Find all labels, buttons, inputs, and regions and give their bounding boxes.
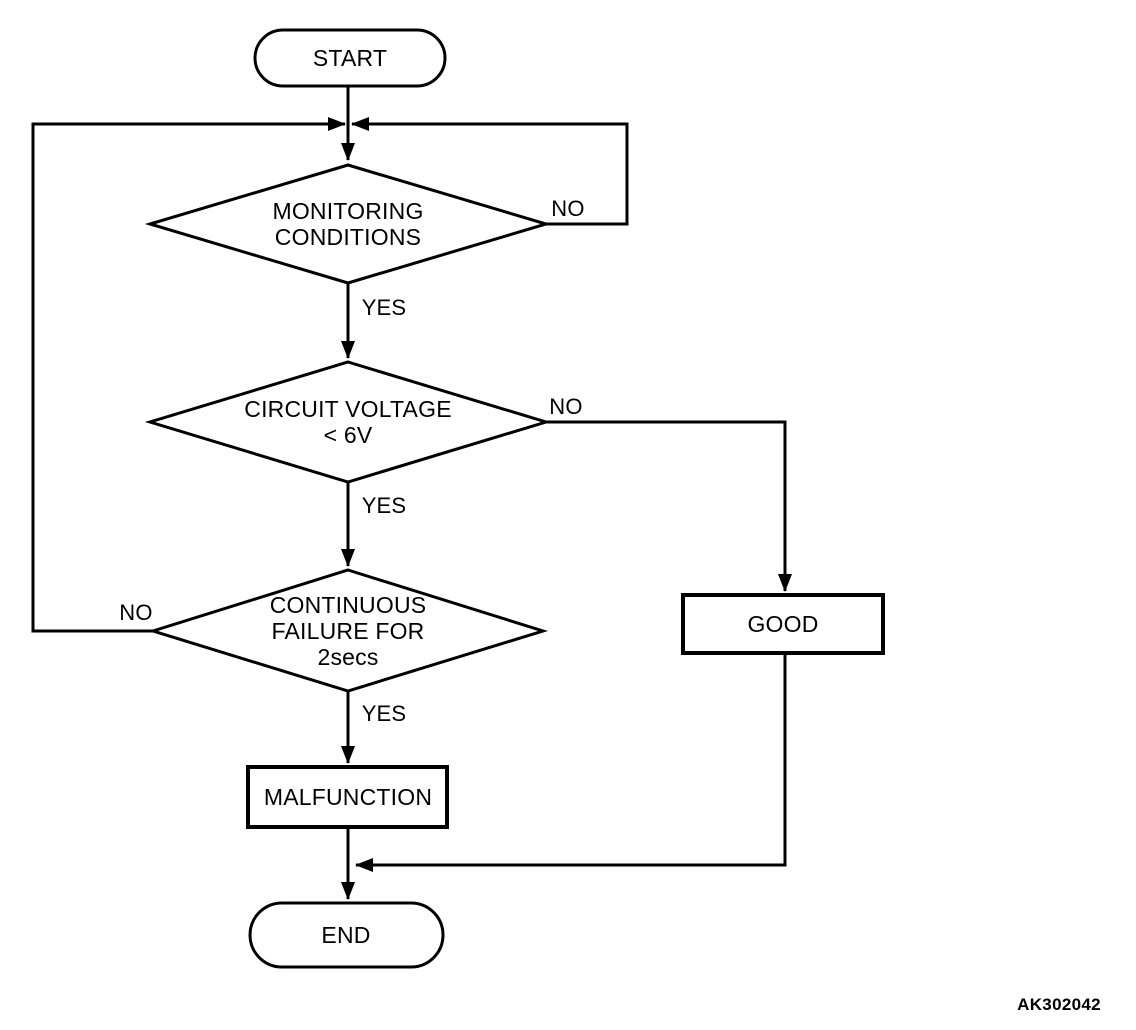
voltage-no-label: NO xyxy=(549,394,583,419)
edge-good-to-merge xyxy=(355,653,787,872)
voltage-label: CIRCUIT VOLTAGE < 6V xyxy=(244,396,451,448)
monitoring-label: MONITORING CONDITIONS xyxy=(272,198,423,250)
monitoring-label-line2: CONDITIONS xyxy=(274,224,422,250)
continuous-label-line1: CONTINUOUS xyxy=(269,592,427,618)
continuous-label-line3: 2secs xyxy=(317,644,379,670)
monitoring-yes-label: YES xyxy=(361,295,407,320)
end-label: END xyxy=(321,922,371,948)
edge-voltage-no-to-good xyxy=(546,420,792,592)
monitoring-no-label: NO xyxy=(551,196,585,221)
good-process-shape xyxy=(681,593,885,655)
malfunction-process-shape xyxy=(246,765,449,829)
good-label: GOOD xyxy=(747,611,819,637)
continuous-yes-label: YES xyxy=(361,701,407,726)
continuous-decision-shape xyxy=(147,568,549,693)
end-terminator-shape xyxy=(248,901,445,969)
monitoring-decision-shape xyxy=(144,163,552,285)
monitoring-label-line1: MONITORING xyxy=(272,198,424,224)
voltage-yes-label: YES xyxy=(361,493,407,518)
edge-monitoring-no-loop xyxy=(351,117,629,226)
continuous-no-label: NO xyxy=(119,600,153,625)
start-label: START xyxy=(312,45,388,71)
malfunction-label: MALFUNCTION xyxy=(263,784,433,810)
voltage-decision-shape xyxy=(144,360,552,484)
continuous-label: CONTINUOUS FAILURE FOR 2secs xyxy=(270,592,427,670)
voltage-label-line1: CIRCUIT VOLTAGE xyxy=(244,396,452,422)
continuous-label-line2: FAILURE FOR xyxy=(271,618,425,644)
start-terminator-shape xyxy=(253,28,447,88)
figure-id: AK302042 xyxy=(1017,995,1101,1014)
edge-continuous-no-loop xyxy=(31,117,346,633)
voltage-label-line2: < 6V xyxy=(323,422,373,448)
